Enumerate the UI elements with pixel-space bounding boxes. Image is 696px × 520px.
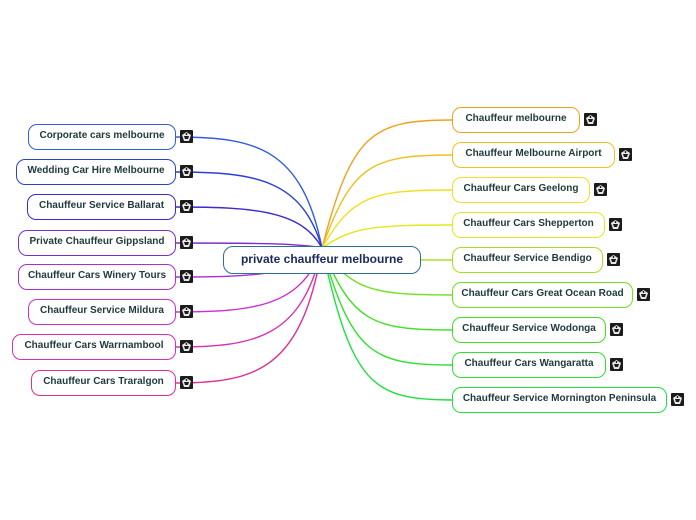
topic-right-5[interactable]: Chauffeur Service Bendigo [452, 247, 603, 273]
connector-left-1 [175, 136, 323, 249]
car-logo-icon [180, 270, 193, 283]
topic-left-7[interactable]: Chauffeur Cars Warrnambool [12, 334, 176, 360]
car-logo-icon [180, 200, 193, 213]
car-logo-icon [619, 148, 632, 161]
topic-left-4[interactable]: Private Chauffeur Gippsland [18, 230, 176, 256]
car-logo-icon [607, 253, 620, 266]
topic-right-9[interactable]: Chauffeur Service Mornington Peninsula [452, 387, 667, 413]
topic-right-1[interactable]: Chauffeur melbourne [452, 107, 580, 133]
topic-left-1[interactable]: Corporate cars melbourne [28, 124, 176, 150]
topic-left-8[interactable]: Chauffeur Cars Traralgon [31, 370, 176, 396]
car-logo-icon [671, 393, 684, 406]
topic-right-6[interactable]: Chauffeur Cars Great Ocean Road [452, 282, 633, 308]
car-logo-icon [610, 323, 623, 336]
car-logo-icon [594, 183, 607, 196]
connector-right-2 [321, 154, 453, 249]
connector-left-2 [175, 171, 323, 249]
car-logo-icon [610, 358, 623, 371]
topic-right-2[interactable]: Chauffeur Melbourne Airport [452, 142, 615, 168]
connector-left-8 [175, 247, 323, 384]
connector-right-3 [321, 189, 453, 249]
car-logo-icon [180, 340, 193, 353]
connector-right-8 [321, 247, 453, 366]
topic-left-3[interactable]: Chauffeur Service Ballarat [27, 194, 176, 220]
car-logo-icon [637, 288, 650, 301]
connector-right-4 [321, 224, 453, 249]
topic-right-8[interactable]: Chauffeur Cars Wangaratta [452, 352, 606, 378]
topic-right-7[interactable]: Chauffeur Service Wodonga [452, 317, 606, 343]
connector-left-7 [175, 247, 323, 348]
car-logo-icon [180, 305, 193, 318]
car-logo-icon [609, 218, 622, 231]
central-topic[interactable]: private chauffeur melbourne [223, 246, 421, 274]
connector-right-1 [321, 119, 453, 249]
topic-right-3[interactable]: Chauffeur Cars Geelong [452, 177, 590, 203]
connector-right-9 [321, 247, 453, 401]
car-logo-icon [180, 376, 193, 389]
car-logo-icon [180, 165, 193, 178]
car-logo-icon [584, 113, 597, 126]
car-logo-icon [180, 236, 193, 249]
connector-left-3 [175, 206, 323, 249]
topic-left-5[interactable]: Chauffeur Cars Winery Tours [18, 264, 176, 290]
topic-right-4[interactable]: Chauffeur Cars Shepperton [452, 212, 605, 238]
topic-left-2[interactable]: Wedding Car Hire Melbourne [16, 159, 176, 185]
topic-left-6[interactable]: Chauffeur Service Mildura [28, 299, 176, 325]
car-logo-icon [180, 130, 193, 143]
